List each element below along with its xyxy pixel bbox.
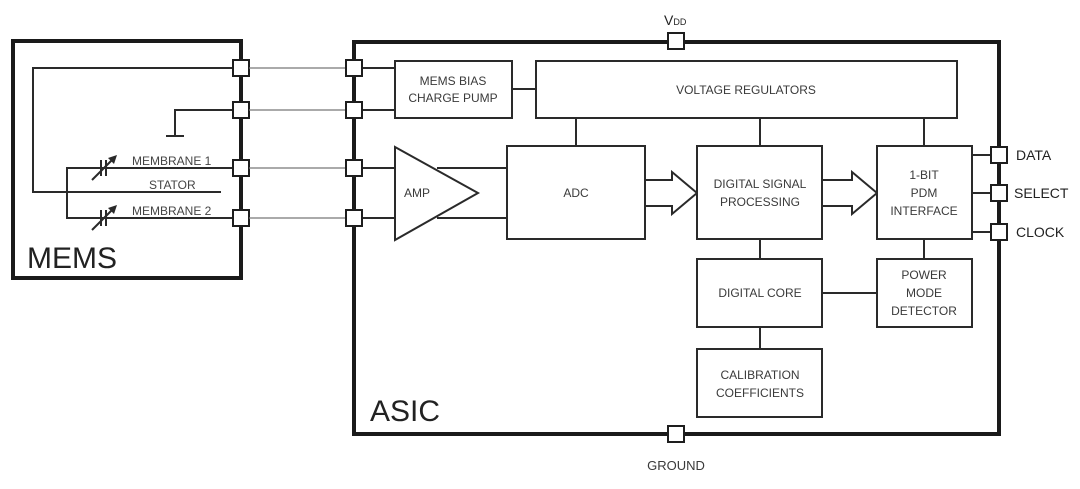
svg-text:INTERFACE: INTERFACE [890,204,957,218]
pdm-interface-block: 1-BIT PDM INTERFACE [876,145,973,240]
ground-label: GROUND [647,458,705,473]
mems-pad [232,101,250,119]
clock-pin-label: CLOCK [1016,224,1065,240]
mems-block: MEMBRANE 1 STATOR MEMBRANE 2 MEMS [11,39,250,280]
svg-text:DIGITAL CORE: DIGITAL CORE [718,286,801,300]
digital-signal-processing-block: DIGITAL SIGNAL PROCESSING [696,145,823,240]
asic-pad [345,159,363,177]
svg-text:DIGITAL SIGNAL: DIGITAL SIGNAL [714,177,807,191]
adc-block: ADC [506,145,646,240]
select-pin-label: SELECT [1014,185,1069,201]
svg-text:MEMS BIAS: MEMS BIAS [420,74,487,88]
svg-text:AMP: AMP [404,186,430,200]
svg-text:PDM: PDM [911,186,938,200]
interconnect-wires [249,67,346,219]
svg-text:1-BIT: 1-BIT [909,168,939,182]
vdd-label: VDD [664,12,687,28]
svg-text:CHARGE PUMP: CHARGE PUMP [408,91,497,105]
stator-wire [32,67,233,193]
membrane1-wire [66,167,233,219]
mems-bias-charge-pump-block: MEMS BIAS CHARGE PUMP [394,60,513,119]
asic-title: ASIC [370,395,440,428]
mems-pad [232,59,250,77]
variable-capacitor-icon [91,205,117,231]
svg-text:CALIBRATION: CALIBRATION [720,368,799,382]
data-pin-label: DATA [1016,147,1052,163]
mems-pad [232,209,250,227]
amp-block: AMP [394,145,481,242]
clock-pad [990,223,1008,241]
svg-text:POWER: POWER [901,268,947,282]
membrane1-label: MEMBRANE 1 [132,154,212,168]
asic-block: MEMS BIAS CHARGE PUMP VOLTAGE REGULATORS… [345,12,1069,473]
ground-pad [667,425,685,443]
mems-pad [232,159,250,177]
stator-label: STATOR [149,178,196,192]
svg-text:DETECTOR: DETECTOR [891,304,957,318]
variable-capacitor-icon [91,155,117,181]
power-mode-detector-block: POWER MODE DETECTOR [876,258,973,328]
svg-text:VOLTAGE REGULATORS: VOLTAGE REGULATORS [676,83,816,97]
digital-core-block: DIGITAL CORE [696,258,823,328]
svg-text:COEFFICIENTS: COEFFICIENTS [716,386,804,400]
data-arrow-icon [821,169,879,217]
svg-text:PROCESSING: PROCESSING [720,195,800,209]
data-pad [990,146,1008,164]
select-pad [990,184,1008,202]
ground-wire [174,109,233,135]
calibration-coefficients-block: CALIBRATION COEFFICIENTS [696,348,823,418]
vdd-pad [667,32,685,50]
data-arrow-icon [644,169,699,217]
asic-pad [345,101,363,119]
membrane2-label: MEMBRANE 2 [132,204,212,218]
asic-pad [345,59,363,77]
voltage-regulators-block: VOLTAGE REGULATORS [535,60,958,119]
svg-text:MODE: MODE [906,286,942,300]
svg-text:ADC: ADC [563,186,589,200]
mems-title: MEMS [27,242,117,275]
asic-pad [345,209,363,227]
